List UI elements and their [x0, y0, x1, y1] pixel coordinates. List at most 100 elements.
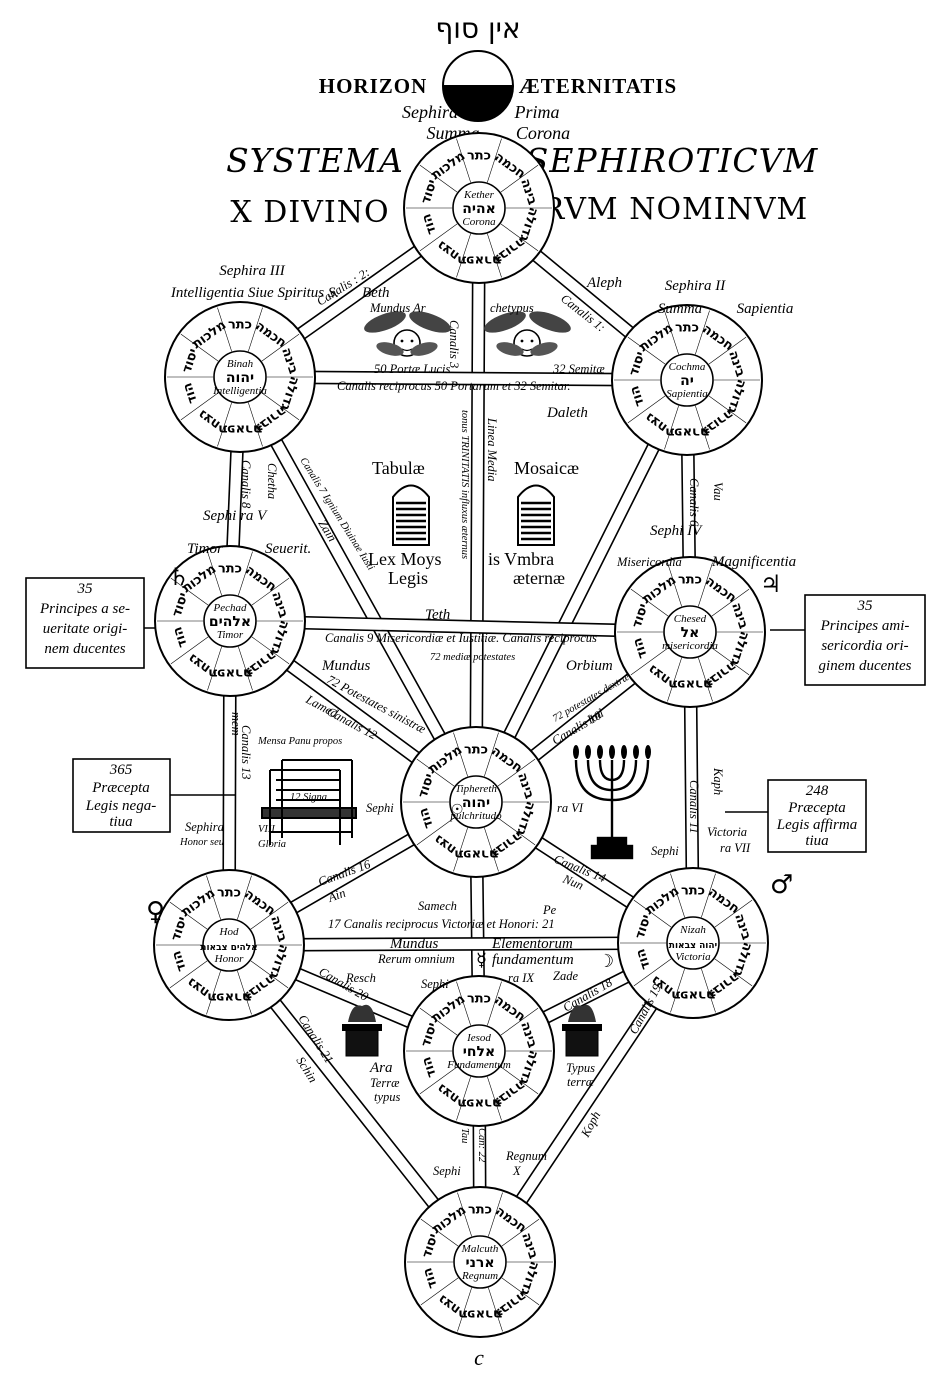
- label-terrae-2: terræ: [567, 1075, 595, 1089]
- sephira-spoke: [207, 551, 222, 596]
- sephira-ring-word: הוד: [420, 1266, 441, 1291]
- sephira-ring-word: הוד: [419, 212, 440, 237]
- sephira-attribute: Regnum: [461, 1270, 498, 1282]
- label-sephira-viii: Sephira: [185, 820, 224, 834]
- label-x: X: [512, 1164, 522, 1178]
- sephira-spoke: [457, 1192, 472, 1237]
- sephira-spoke: [500, 164, 539, 193]
- sephira-inner-circle: [452, 1024, 506, 1078]
- label-aeternae: æternæ: [513, 568, 565, 588]
- box-right-248-l2: Præcepta: [787, 800, 846, 816]
- sephira-spoke: [453, 732, 468, 777]
- label-rerum-omnium: Rerum omnium: [377, 952, 455, 966]
- sephira-ring-word: תפארת: [207, 990, 251, 1005]
- sephira-spoke: [217, 307, 232, 352]
- menorah-icon: [573, 745, 651, 860]
- sephira-ring-word: תפארת: [218, 422, 262, 437]
- sephira-spoke: [698, 657, 713, 702]
- label-12-signa: 12 Signa: [290, 792, 327, 803]
- sephira-ring-word: יסוד: [633, 913, 655, 941]
- sephira-divine-name: אל: [681, 625, 700, 641]
- label-aleph: Aleph: [586, 275, 622, 291]
- title-sephiroticum: SEPHIROTICVM: [526, 141, 819, 180]
- mercury-icon: ☿: [476, 950, 487, 971]
- label-legis: Legis: [388, 568, 428, 588]
- sephira-ring-word: יסוד: [630, 602, 652, 630]
- sephira-ring-word: יסוד: [419, 1021, 441, 1049]
- label-tau: Tau: [459, 1128, 470, 1143]
- ain-soph-title: אין סוף: [435, 12, 520, 45]
- sephira-prima-r2: Corona: [516, 123, 570, 143]
- sephira-spoke: [714, 958, 753, 987]
- sephira-ring-word: כתר: [218, 562, 242, 577]
- sephira-spoke: [701, 873, 716, 918]
- sephira-latin-name: Pechad: [213, 602, 247, 614]
- sephira-latin-name: Malcuth: [461, 1243, 499, 1255]
- label-samech: Samech: [418, 899, 457, 913]
- label-ara: Ara: [369, 1060, 393, 1076]
- sephira-ring-word: תפארת: [457, 1096, 501, 1111]
- sephira-spoke: [419, 164, 458, 193]
- label-terrae: Terræ: [370, 1076, 400, 1090]
- sephira-spoke: [488, 1287, 503, 1332]
- sephira-divine-name: ארני: [465, 1255, 494, 1271]
- sephira-ring-word: הוד: [416, 806, 437, 831]
- box-left-365-l3: Legis nega-: [85, 798, 156, 814]
- sephira-prima-l1: Sephira: [402, 102, 458, 122]
- label-daleth: Daleth: [546, 405, 588, 421]
- label-sephira-iii: Sephira III: [219, 263, 285, 279]
- label-sephira-ii: Sephira II: [665, 278, 726, 294]
- sephira-spoke: [170, 636, 209, 665]
- sephira-attribute: Victoria: [675, 951, 711, 963]
- sephira-attribute: Timor: [217, 629, 244, 641]
- sephira-spoke: [456, 981, 471, 1026]
- label-magnificentia: Magnificentia: [711, 554, 796, 570]
- sephira-spoke: [206, 970, 221, 1015]
- sephira-spoke: [664, 405, 679, 450]
- label-zade: Zade: [553, 969, 578, 983]
- sephira-spoke: [695, 405, 710, 450]
- label-tonus: tonus TRINITATIS influxus æternus: [459, 410, 470, 559]
- label-teth: Teth: [425, 607, 450, 623]
- sephira-spoke: [238, 551, 253, 596]
- box-left-35-l3: ueritate origi-: [43, 621, 128, 637]
- sephira-spoke: [250, 901, 289, 930]
- sephira-spoke: [206, 875, 221, 920]
- sephira-ring-word: כתר: [468, 1203, 492, 1218]
- label-sapientia: Sapientia: [737, 301, 794, 317]
- sephira-spoke: [501, 1277, 540, 1306]
- label-viii: VIII: [258, 824, 275, 835]
- sephira-ring-word: יסוד: [420, 1232, 442, 1260]
- label-misericordia: Misericordia: [616, 555, 682, 569]
- sephira-divine-name: יהוה: [226, 370, 254, 386]
- sephira-spoke: [170, 577, 209, 606]
- label-mem: mem: [229, 712, 243, 736]
- sephira-ring-word: תפארת: [208, 666, 252, 681]
- sephira-spoke: [420, 1277, 459, 1306]
- sephira-ring-word: תפארת: [668, 677, 712, 692]
- label-kaph: Kaph: [711, 767, 725, 795]
- sephira-spoke: [698, 562, 713, 607]
- sephira-spoke: [497, 758, 536, 787]
- sephira-spoke: [180, 392, 219, 421]
- sephira-inner-circle: [449, 775, 503, 829]
- label-canalis-13: Canalis 13: [239, 725, 253, 780]
- label-regnum-x: Regnum: [505, 1149, 547, 1163]
- table-shewbread-icon: [261, 759, 357, 845]
- sephira-ring-word: כתר: [678, 573, 702, 588]
- label-canalis-8: Canalis 8: [239, 460, 253, 509]
- label-canalis-22: Can: 22: [476, 1128, 487, 1163]
- sephira-ring-word: כתר: [675, 321, 699, 336]
- sephira-spoke: [701, 968, 716, 1013]
- title-systema: SYSTEMA: [226, 141, 404, 180]
- box-right-248-l1: 248: [806, 783, 829, 799]
- sephira-attribute: pulchritudo: [449, 810, 502, 822]
- sephira-spoke: [248, 402, 263, 447]
- label-ain: Ain: [325, 886, 347, 905]
- label-vau: Vau: [711, 482, 725, 501]
- sephira-latin-name: Cochma: [669, 361, 706, 373]
